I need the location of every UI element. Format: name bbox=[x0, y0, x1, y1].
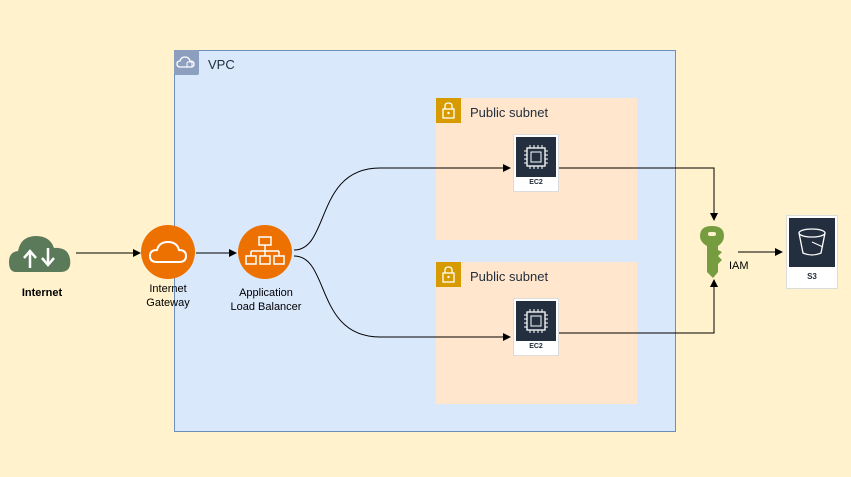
edge-alb-ec2-1 bbox=[293, 164, 511, 251]
load-balancer-icon bbox=[238, 225, 292, 279]
iam-label: IAM bbox=[729, 260, 749, 272]
alb-label-line2: Load Balancer bbox=[230, 301, 302, 313]
s3-label: S3 bbox=[807, 272, 817, 281]
lock-icon bbox=[436, 262, 461, 287]
ec2-instance-2[interactable]: EC2 bbox=[513, 298, 559, 356]
internet-gateway-icon bbox=[141, 225, 195, 279]
ec2-chip-icon bbox=[516, 301, 556, 341]
ec2-chip-icon bbox=[516, 137, 556, 177]
internet-label: Internet bbox=[21, 287, 63, 299]
ec2-instance-1[interactable]: EC2 bbox=[513, 134, 559, 192]
ec2-label: EC2 bbox=[529, 343, 543, 350]
gateway-label: Internet Gateway bbox=[130, 282, 206, 310]
edge-ec2-1-iam bbox=[559, 167, 718, 221]
subnet-label: Public subnet bbox=[470, 269, 549, 284]
s3-bucket[interactable]: S3 bbox=[786, 215, 838, 289]
edge-ec2-2-iam bbox=[559, 279, 718, 334]
vpc-label: VPC bbox=[208, 57, 235, 72]
alb-label-line1: Application bbox=[239, 287, 293, 299]
iam-key-icon bbox=[700, 226, 724, 278]
vpc-cloud-icon bbox=[174, 50, 199, 75]
subnet-label: Public subnet bbox=[470, 105, 549, 120]
edge-alb-ec2-2 bbox=[293, 255, 511, 341]
lock-icon bbox=[436, 98, 461, 123]
ec2-label: EC2 bbox=[529, 179, 543, 186]
alb-label: Application Load Balancer bbox=[222, 286, 310, 314]
s3-bucket-icon bbox=[789, 218, 835, 267]
internet-cloud-icon bbox=[9, 236, 71, 272]
gateway-label-line2: Gateway bbox=[146, 297, 190, 309]
gateway-label-line1: Internet bbox=[149, 283, 187, 295]
